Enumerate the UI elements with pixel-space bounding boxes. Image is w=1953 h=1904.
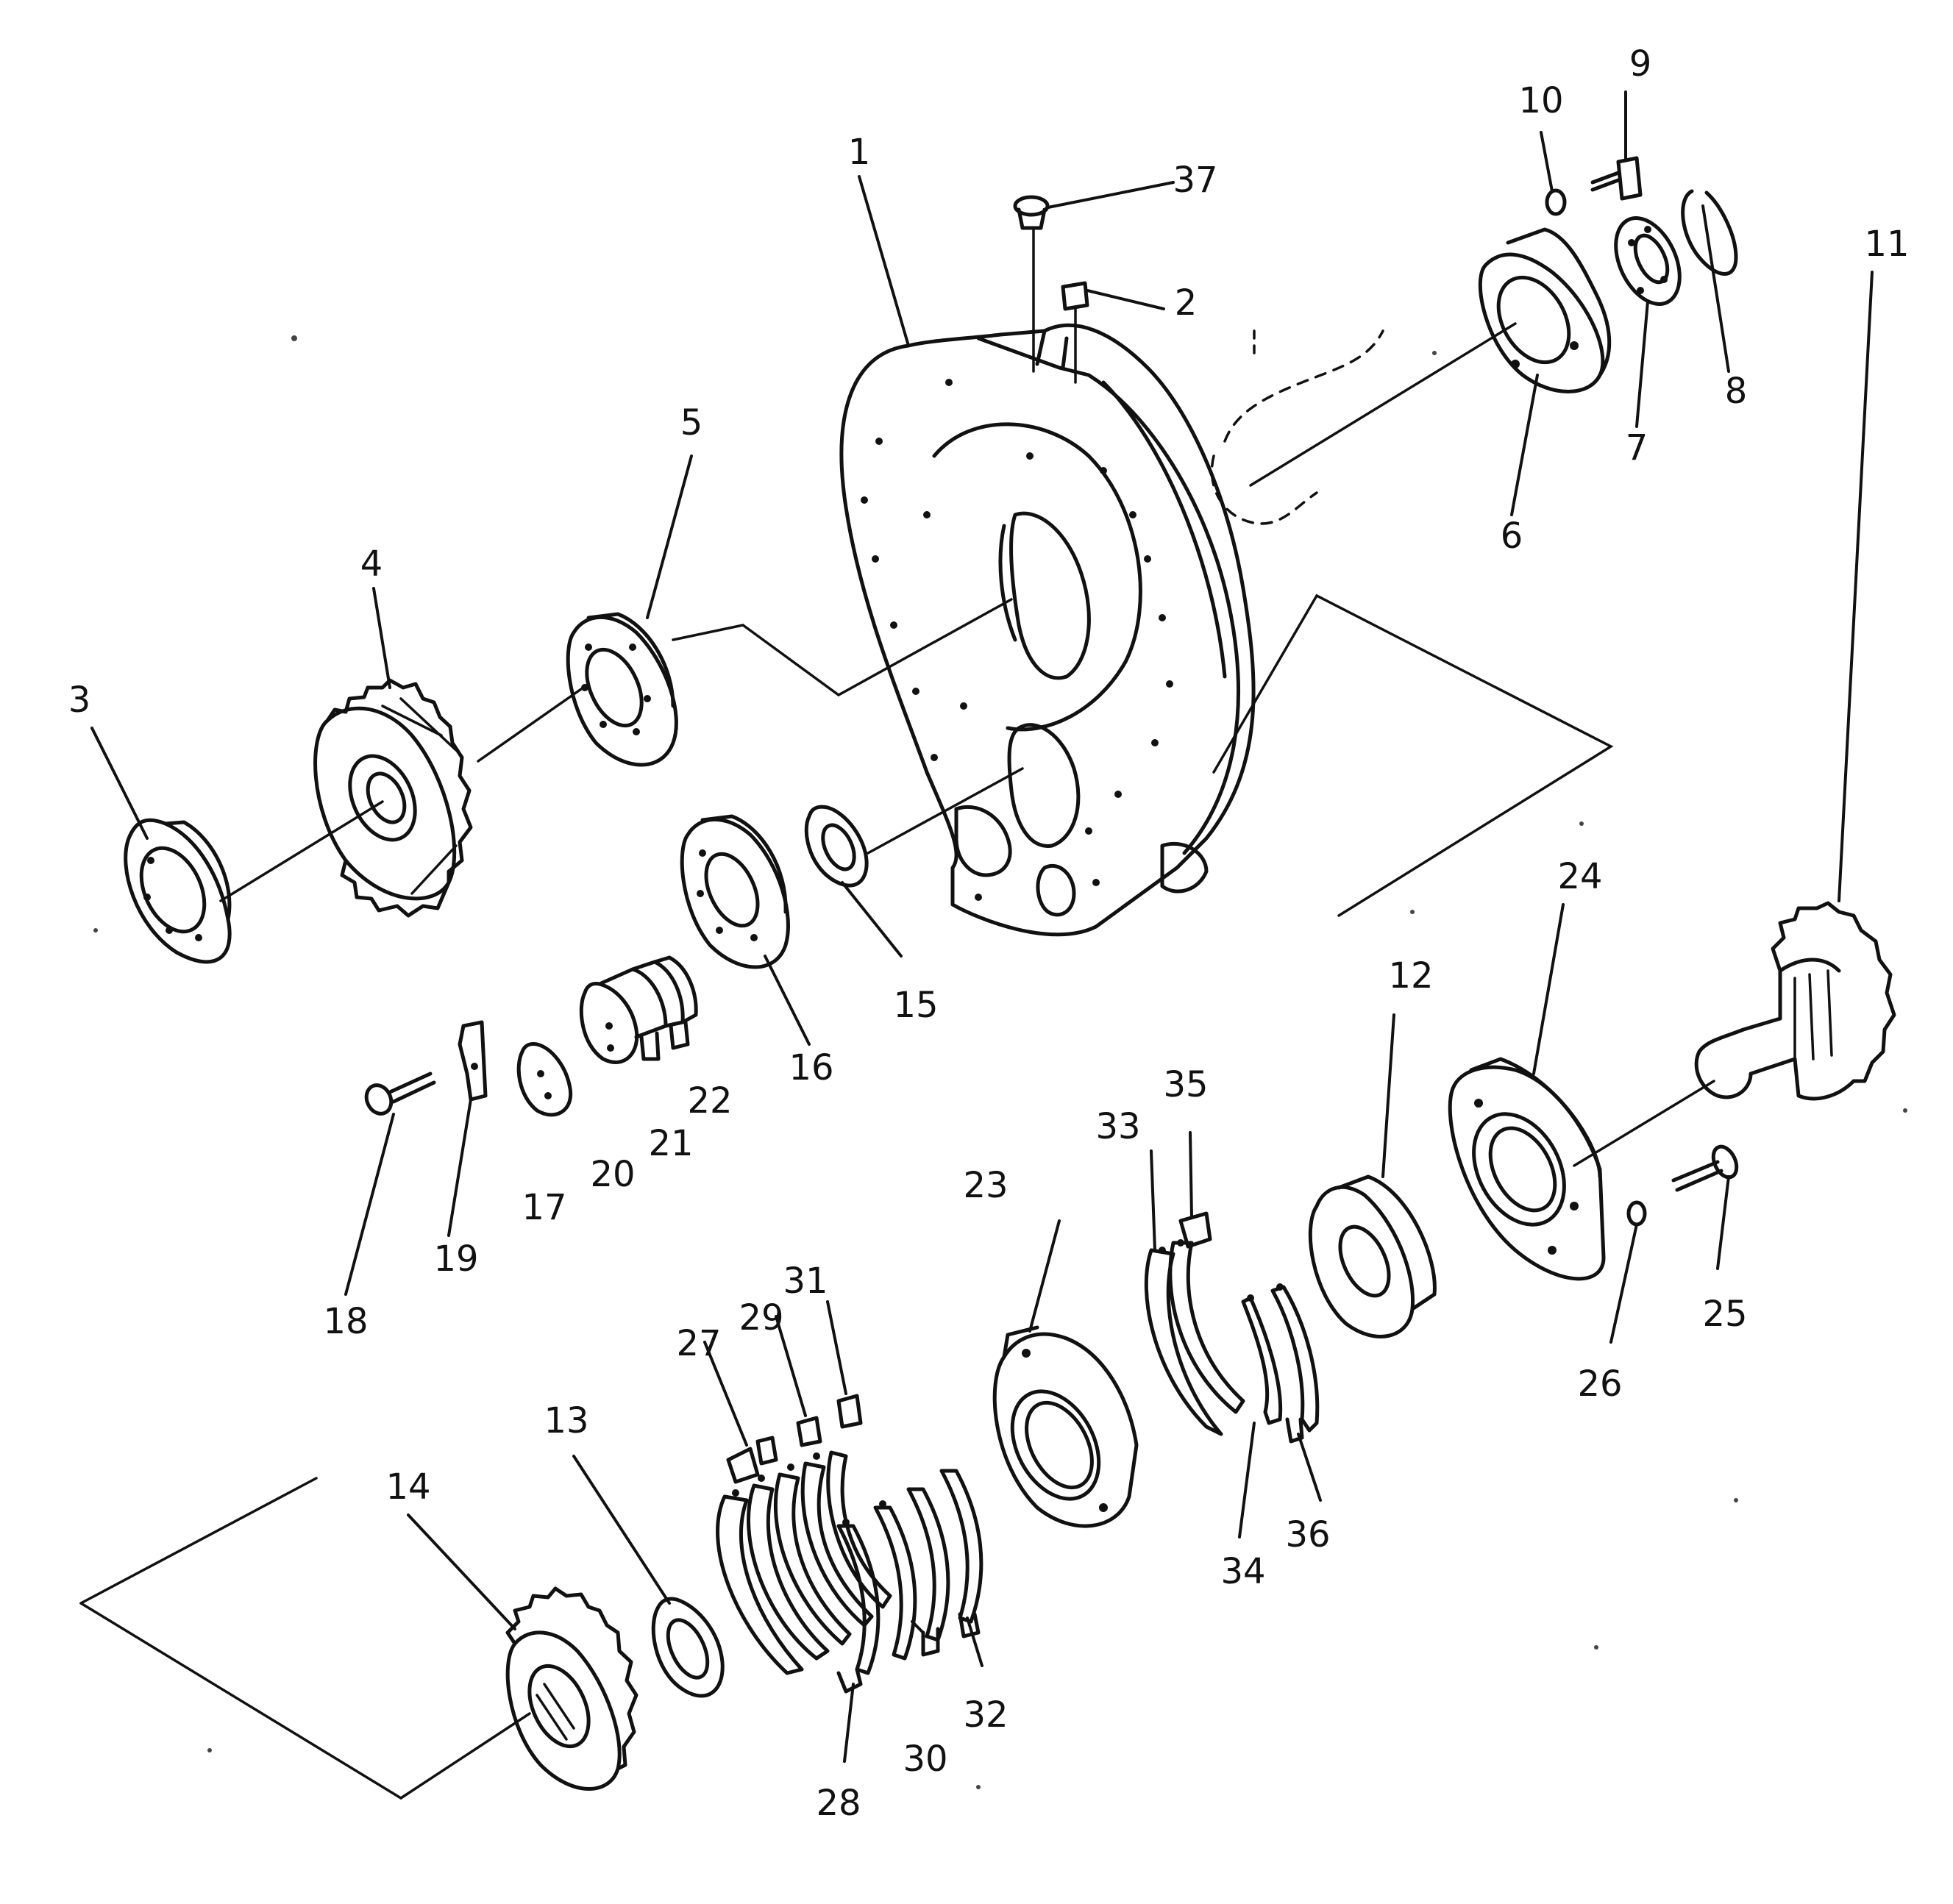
callout-5: 5 (680, 402, 703, 443)
callout-12: 12 (1388, 955, 1433, 996)
callout-37: 37 (1173, 160, 1217, 201)
part-gear-14 (505, 1586, 638, 1791)
part-bearing-3 (124, 818, 232, 964)
callout-14: 14 (385, 1466, 430, 1508)
part-bolt-18 (364, 1072, 436, 1116)
part-bolt-9 (1590, 156, 1643, 201)
part-bearing-12 (1308, 1174, 1437, 1338)
callout-28: 28 (816, 1783, 861, 1824)
part-shim-stack-27-32 (716, 1394, 983, 1694)
callout-16: 16 (789, 1047, 833, 1088)
callout-2: 2 (1175, 282, 1198, 324)
part-housing-1 (839, 323, 1256, 937)
callout-19: 19 (433, 1238, 478, 1280)
part-washer-10 (1545, 188, 1567, 216)
callout-24: 24 (1557, 856, 1602, 897)
callout-35: 35 (1163, 1064, 1208, 1105)
callout-25: 25 (1702, 1294, 1747, 1335)
part-ring-13 (651, 1597, 725, 1698)
callout-31: 31 (783, 1261, 828, 1302)
callout-8: 8 (1725, 371, 1748, 412)
callout-33: 33 (1095, 1106, 1140, 1147)
callout-26: 26 (1577, 1363, 1622, 1405)
part-plug-37 (1013, 195, 1050, 373)
part-plug-2 (1061, 281, 1089, 384)
part-gear-4 (313, 678, 473, 918)
callout-1: 1 (848, 132, 871, 173)
callout-6: 6 (1501, 516, 1523, 557)
callout-4: 4 (360, 543, 383, 585)
assembly-axis-lines (79, 322, 1715, 1800)
part-lock-plate-19 (458, 1020, 488, 1102)
scan-specks (93, 335, 1907, 1789)
callout-18: 18 (323, 1301, 368, 1342)
part-ring-15 (804, 805, 869, 888)
callout-23: 23 (963, 1165, 1008, 1206)
part-bearing-16 (680, 814, 790, 969)
callout-20: 20 (590, 1154, 635, 1195)
part-washer-26 (1626, 1200, 1647, 1227)
part-bolt-25 (1671, 1144, 1739, 1192)
callout-13: 13 (544, 1400, 588, 1441)
part-shims-33-35 (1144, 1211, 1245, 1436)
callout-32: 32 (963, 1694, 1008, 1736)
callout-34: 34 (1220, 1551, 1265, 1592)
callout-3: 3 (68, 680, 91, 721)
callout-36: 36 (1285, 1514, 1330, 1555)
callout-labels: 1 2 3 4 5 6 7 8 9 10 11 12 13 14 15 16 1… (68, 43, 1910, 1824)
part-snap-ring-8 (1681, 189, 1738, 276)
leader-lines (90, 90, 1874, 1763)
part-shims-34-36 (1241, 1283, 1320, 1444)
part-shaft-hidden (1210, 329, 1384, 525)
part-cover-6 (1478, 227, 1612, 393)
part-flange-24 (1448, 1057, 1606, 1281)
part-bearing-7 (1614, 216, 1682, 306)
part-shim-stack-20-22 (579, 955, 698, 1064)
part-retainer-23 (992, 1325, 1139, 1528)
callout-30: 30 (903, 1739, 947, 1780)
callout-29: 29 (739, 1297, 783, 1338)
callout-10: 10 (1518, 80, 1563, 121)
callout-15: 15 (893, 985, 938, 1026)
callout-17: 17 (522, 1187, 566, 1228)
part-plate-17 (516, 1042, 573, 1117)
callout-7: 7 (1626, 427, 1648, 468)
callout-9: 9 (1629, 43, 1652, 85)
callout-21: 21 (648, 1123, 693, 1164)
part-bearing-5 (566, 612, 678, 767)
callout-11: 11 (1864, 224, 1909, 265)
part-pinion-shaft-11 (1694, 901, 1896, 1101)
callout-22: 22 (687, 1080, 732, 1122)
callout-27: 27 (676, 1323, 721, 1364)
